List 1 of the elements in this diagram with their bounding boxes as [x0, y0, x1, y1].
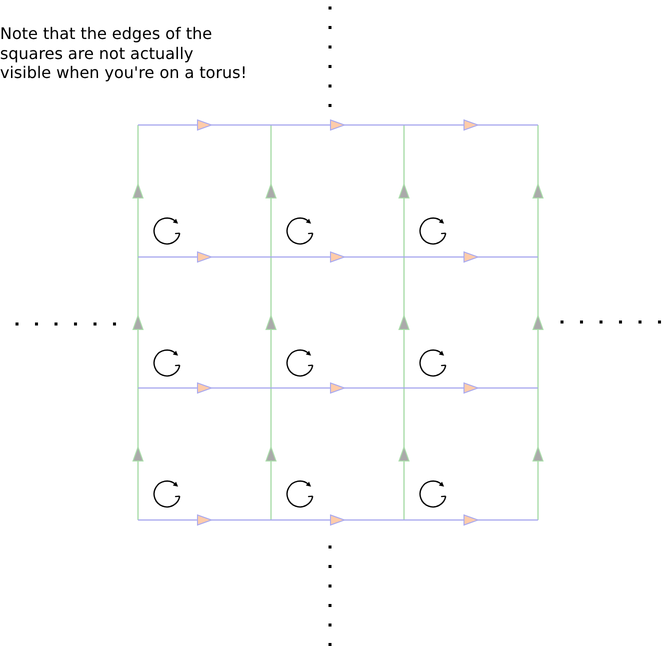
note-text: Note that the edges of the squares are not actually visible when you're on a torus! [0, 24, 247, 82]
